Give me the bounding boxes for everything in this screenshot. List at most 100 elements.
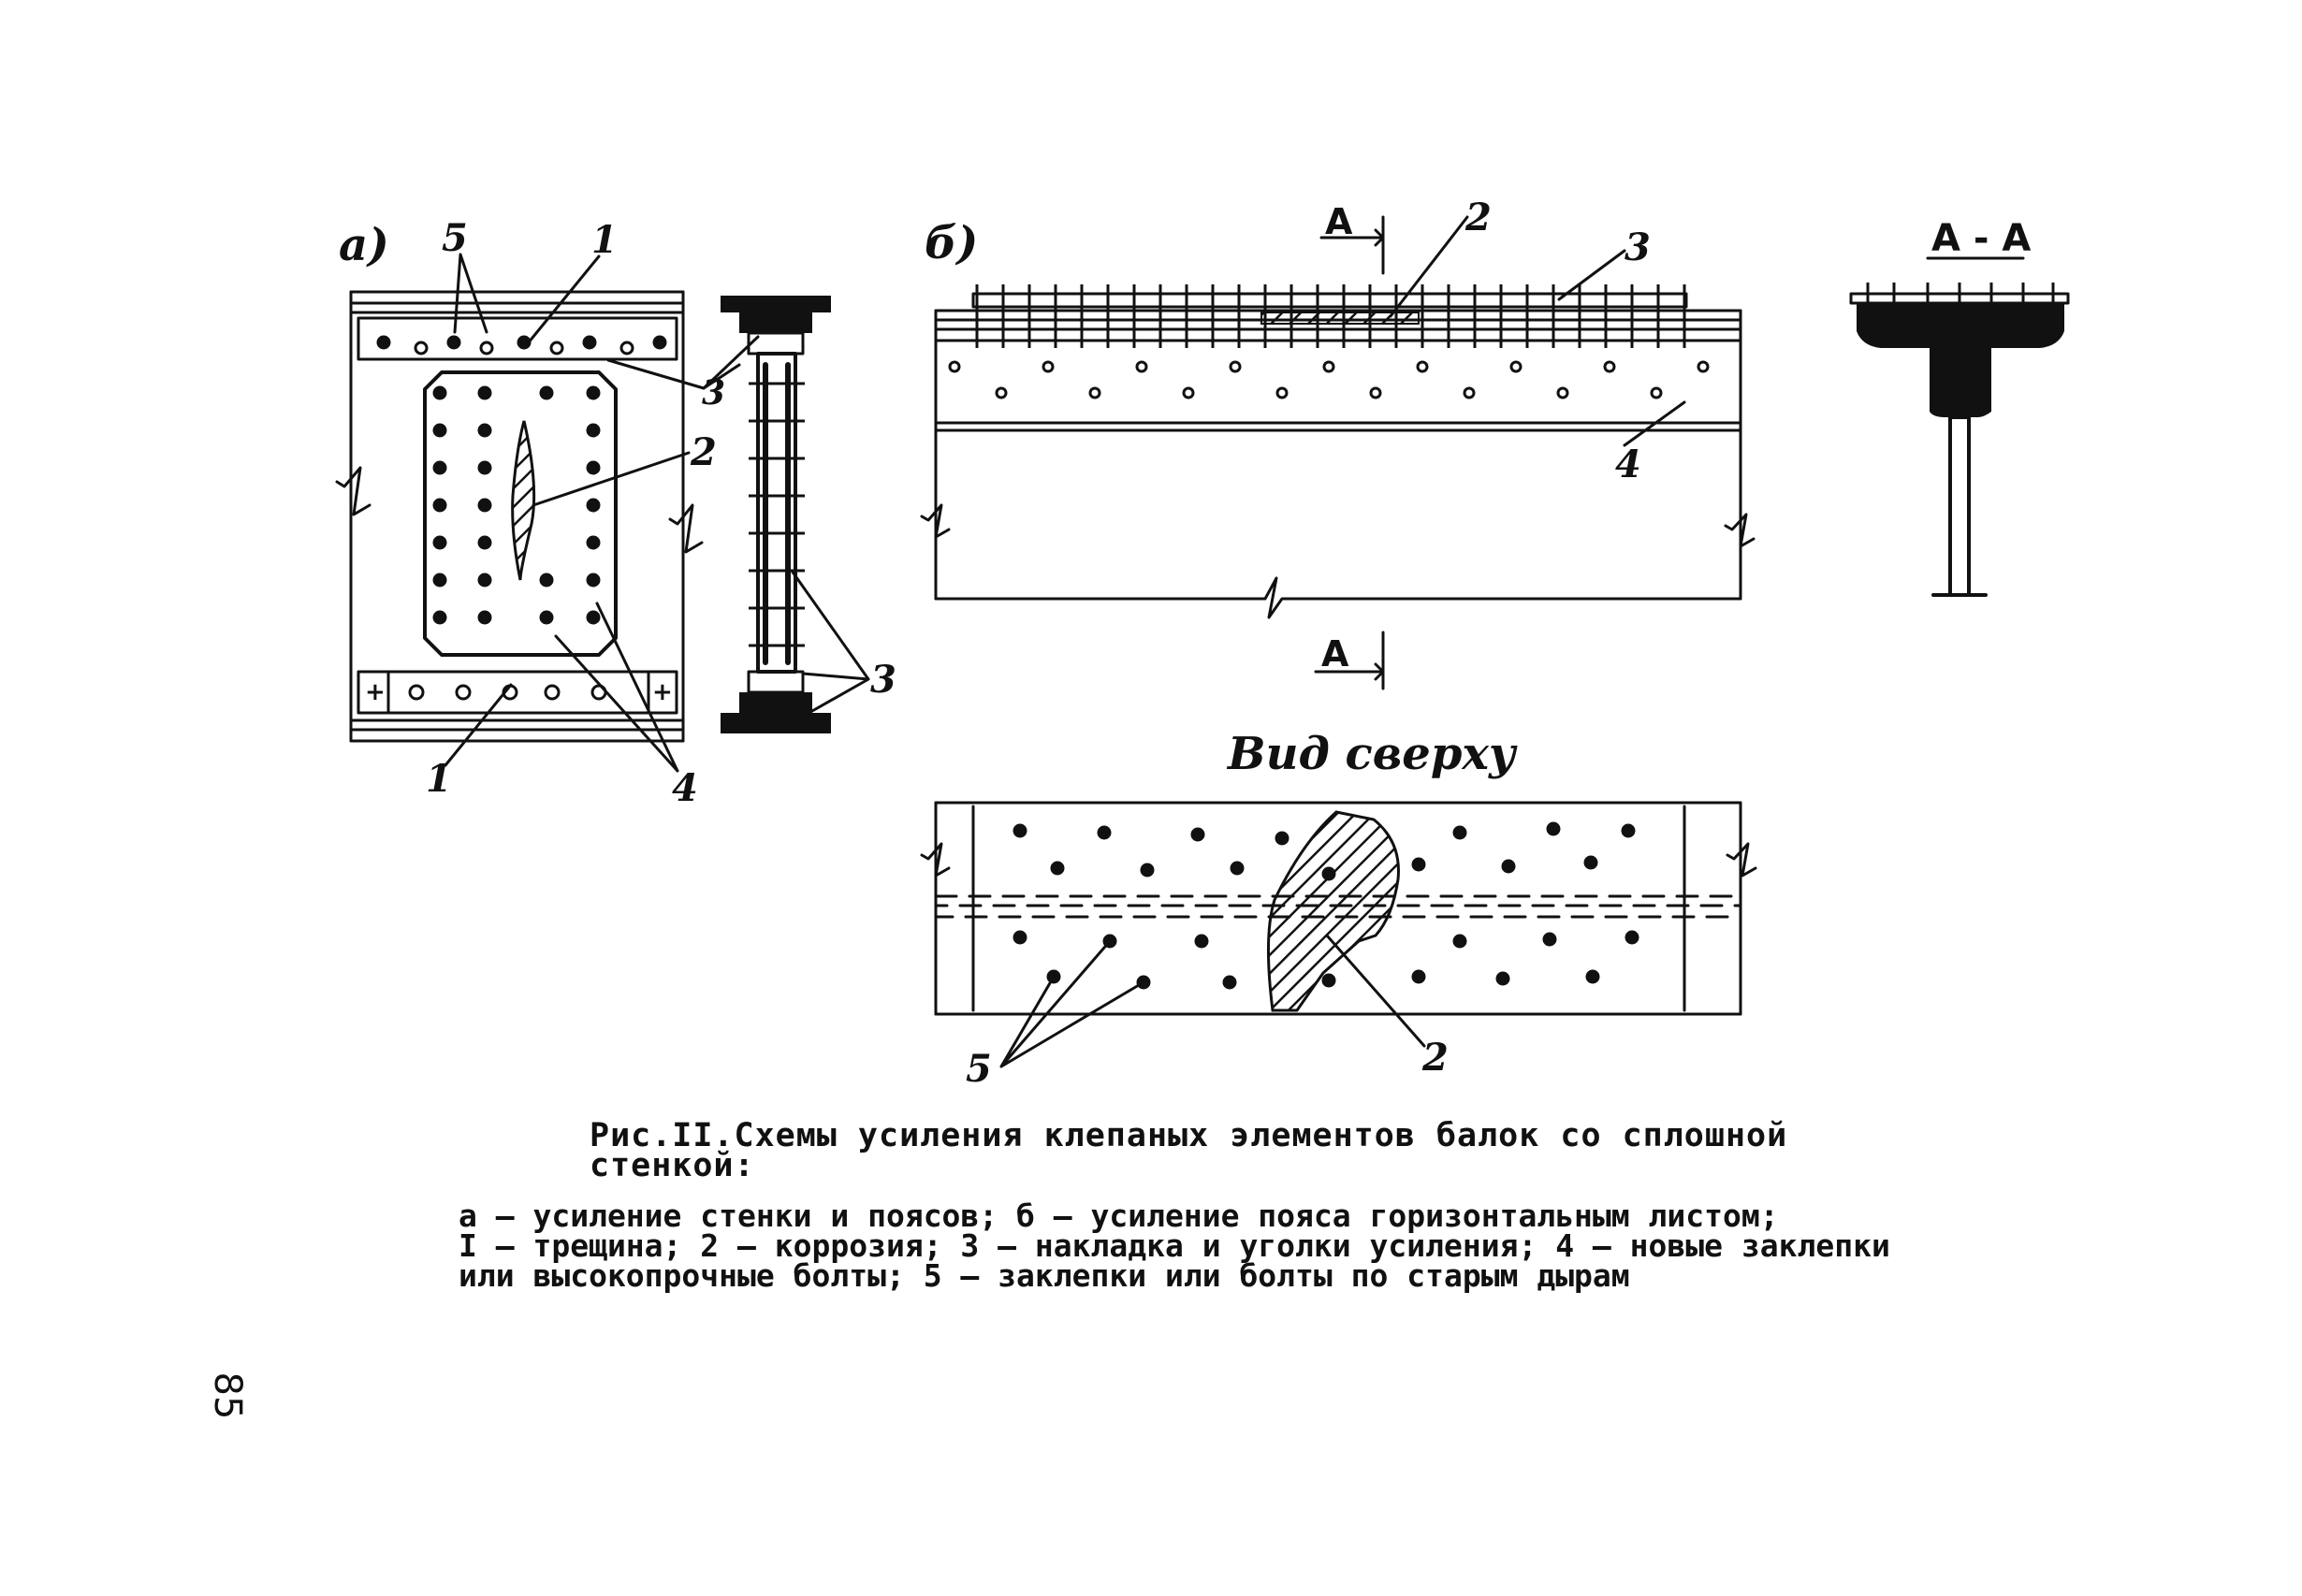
rivet-icon [432,498,447,513]
rivet-icon [1556,386,1569,399]
rivet-icon [1135,360,1148,373]
rivet-icon [995,386,1008,399]
caption-title: Рис.II.Схемы усиления клепаных элементов… [590,1117,1788,1184]
panel-b-label: б) [925,217,978,269]
caption-line-1: а – усиление стенки и поясов; б – усилен… [459,1197,1779,1234]
rivet-icon [408,684,425,701]
rivet-icon [582,335,597,350]
svg-text:+: + [365,678,386,706]
rivet-icon [1321,866,1336,881]
panel-a-callouts: 5 1 2 3 3 1 4 [426,216,896,810]
rivet-icon [477,385,492,400]
rivet-icon [1583,855,1598,870]
rivet-icon [432,573,447,588]
rivet-icon [549,341,564,355]
rivet-icon [1621,823,1636,838]
rivet-icon [1697,360,1710,373]
section-a-a-label: А - А [1931,217,2031,260]
section-a-a: А - А [1849,217,2070,597]
rivet-icon [1182,386,1195,399]
rivet-icon [1546,821,1561,836]
callout-a-2: 2 [690,430,717,474]
rivet-icon [1585,969,1600,984]
rivet-icon [1542,932,1557,947]
rivet-icon [1088,386,1101,399]
rivet-icon [1275,386,1289,399]
rivet-icon [477,498,492,513]
rivet-icon [586,573,601,588]
caption-line-3: или высокопрочные болты; 5 – заклепки ил… [459,1257,1630,1294]
rivet-icon [477,460,492,475]
rivet-icon [1190,827,1205,842]
rivet-icon [586,610,601,625]
rivet-icon [1650,386,1663,399]
rivet-icon [1140,863,1155,878]
rivet-icon [619,341,634,355]
rivet-icon [446,335,461,350]
rivet-icon [414,341,429,355]
callout-top-2: 2 [1421,1036,1449,1080]
rivet-icon [539,385,554,400]
corrosion-zone-flange [1260,312,1420,325]
rivet-icon [1322,360,1335,373]
panel-a-label: а) [339,219,389,271]
new-rivets-plate [432,385,601,625]
rivet-icon [1230,861,1245,876]
rivet-icon [586,535,601,550]
rivet-icon [477,610,492,625]
section-mark-top: А [1325,201,1353,242]
callout-b-2: 2 [1464,196,1492,239]
rivet-icon [432,423,447,438]
callout-top-5: 5 [966,1047,992,1091]
rivet-icon [1411,969,1426,984]
callout-a-4: 4 [672,766,698,810]
rivet-icon [432,385,447,400]
rivet-icon [539,573,554,588]
rivet-icon [432,460,447,475]
svg-text:+: + [652,678,673,706]
rivet-icon [477,535,492,550]
rivet-icon [586,423,601,438]
rivet-icon [432,535,447,550]
rivet-icon [1509,360,1523,373]
callout-a-1-top: 1 [591,218,618,262]
rivet-icon [1194,934,1209,949]
rivet-icon [586,498,601,513]
rivet-icon [1050,861,1065,876]
callout-a-3-bottom: 3 [870,658,896,702]
rivet-icon [479,341,494,355]
rivet-icon [652,335,667,350]
rivet-icon [1452,934,1467,949]
rivet-icon [1097,825,1112,840]
corrosion-zone-top [1266,810,1400,1012]
rivet-icon [1321,973,1336,988]
callout-b-4: 4 [1615,443,1641,486]
panel-b: б) А А 2 3 4 [920,196,1756,690]
section-mark-bottom: А [1321,633,1349,675]
rivet-icon [539,610,554,625]
caption-line-2: I – трещина; 2 – коррозия; 3 – накладка … [459,1227,1890,1264]
rivet-icon [1222,975,1237,990]
corrosion-zone-icon [511,420,536,581]
rivet-icon [1416,360,1429,373]
rivet-icon [1463,386,1476,399]
rivet-icon [477,573,492,588]
rivet-icon [1042,360,1055,373]
rivet-icon [1452,825,1467,840]
page-number: 85 [206,1371,249,1420]
web-rivets [948,360,1710,399]
rivet-icon [948,360,961,373]
callout-a-5: 5 [442,216,468,260]
rivet-icon [1013,930,1027,945]
panel-a: а) + + [335,216,896,810]
rivet-icon [1495,971,1510,986]
rivet-icon [376,335,391,350]
panel-b-callouts: 2 3 4 [1389,196,1686,486]
rivet-icon [1275,831,1289,846]
rivet-icon [477,423,492,438]
panel-a-beam-elevation: + + [335,290,704,743]
rivet-icon [586,385,601,400]
rivet-icon [586,460,601,475]
rivet-icon [544,684,561,701]
